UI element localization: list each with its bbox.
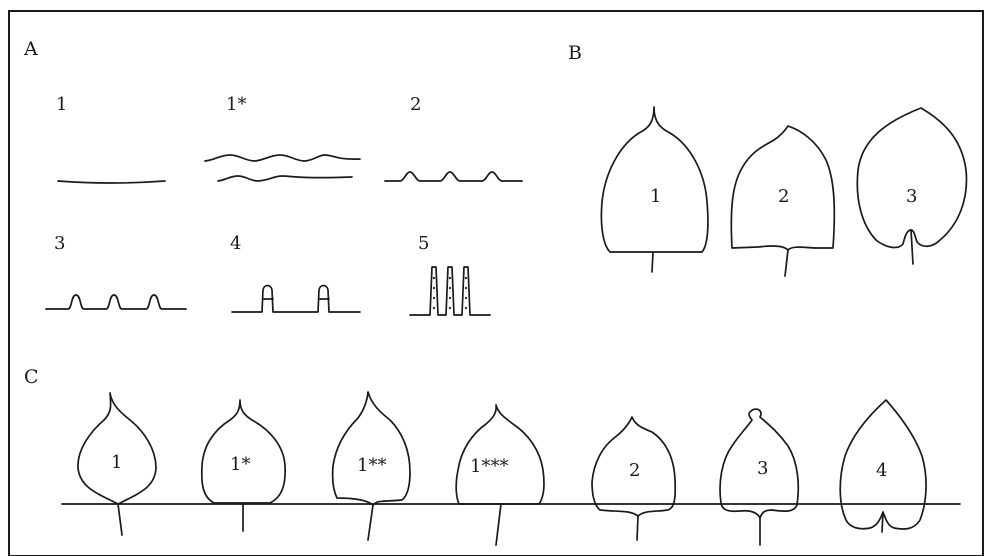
panel-b-leaf-2: 2: [730, 125, 836, 277]
leaf-label: 1*: [230, 454, 250, 475]
panel-a-item-5: 5: [409, 233, 491, 316]
panel-b-leaf-1: 1: [600, 106, 709, 273]
panel-b-label: B: [568, 42, 582, 64]
leaf-label: 3: [757, 458, 768, 479]
panel-b-leaf-3: 3: [856, 107, 968, 265]
leaf-petiole: [881, 511, 884, 533]
margin-profile-wavy-lower: [217, 175, 353, 182]
gland-dots: [432, 276, 468, 310]
panel-c-leaf-1: 1: [77, 392, 157, 536]
leaf-outline: [77, 392, 157, 505]
leaf-outline: [730, 125, 836, 251]
margin-profile-small-teeth: [384, 171, 523, 182]
leaf-label: 1: [111, 452, 122, 473]
margin-profile-medium-teeth: [45, 294, 187, 310]
panel-c-leaf-1triple: 1***: [455, 404, 545, 546]
panel-a-item-1-label: 1: [56, 94, 67, 115]
panel-c-leaf-1double: 1**: [331, 391, 411, 541]
leaf-label: 4: [876, 460, 887, 481]
panel-a-item-2-label: 2: [410, 94, 421, 115]
leaf-petiole: [495, 503, 502, 546]
leaf-petiole: [651, 251, 654, 273]
leaf-petiole: [117, 503, 123, 536]
panel-c-leaf-3: 3: [719, 408, 800, 546]
panel-c-leaf-2: 2: [591, 416, 677, 541]
margin-profile-gland-teeth: [231, 284, 361, 313]
leaf-petiole: [910, 229, 914, 265]
leaf-petiole: [367, 504, 374, 541]
leaf-label: 2: [629, 460, 640, 481]
panel-a-item-1star-label: 1*: [226, 94, 246, 115]
leaf-label: 2: [778, 186, 789, 207]
figure-frame: [8, 10, 984, 556]
panel-a-item-1: 1: [56, 94, 166, 184]
margin-profile-tall-glands: [409, 266, 491, 316]
panel-a-item-5-label: 5: [418, 233, 429, 254]
margin-profile-flat: [57, 180, 166, 184]
panel-a-item-3: 3: [45, 233, 187, 310]
leaf-outline: [600, 106, 709, 253]
leaf-label: 1**: [357, 455, 386, 476]
panel-a-item-1star: 1*: [204, 94, 361, 182]
leaf-outline: [856, 107, 968, 249]
leaf-label: 3: [906, 186, 917, 207]
panel-c-leaf-1star: 1*: [200, 399, 286, 532]
margin-profile-wavy-upper: [204, 154, 361, 162]
panel-a-item-4-label: 4: [230, 233, 241, 254]
panel-a-item-2: 2: [384, 94, 523, 182]
leaf-outline: [200, 399, 286, 504]
panel-a-item-3-label: 3: [54, 233, 65, 254]
panel-c-label: C: [24, 366, 39, 388]
leaf-label: 1: [650, 186, 661, 207]
panel-a-item-4: 4: [230, 233, 361, 313]
leaf-petiole: [784, 249, 789, 277]
panel-c-leaf-4: 4: [839, 399, 927, 533]
leaf-outline: [331, 391, 411, 506]
leaf-label: 1***: [470, 456, 508, 477]
panel-a-label: A: [23, 38, 38, 60]
leaf-outline: [455, 404, 545, 505]
leaf-petiole: [636, 515, 639, 541]
